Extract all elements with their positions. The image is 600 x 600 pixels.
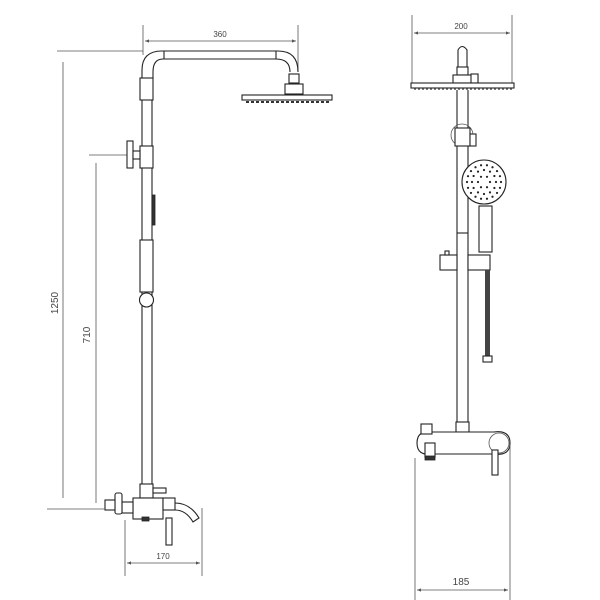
front-view: 200 <box>410 15 515 600</box>
nozzle-dot <box>469 191 473 195</box>
nozzle-dot <box>493 174 496 178</box>
bath-spout-front <box>424 442 436 458</box>
dimension-label-360: 360 <box>213 30 227 39</box>
nozzle-dot <box>485 197 489 200</box>
mixer-front <box>416 421 511 476</box>
nozzle-dot <box>499 180 503 184</box>
nozzle-dot <box>488 191 492 194</box>
dimension-360: 360 <box>142 25 299 72</box>
nozzle-dot <box>465 180 469 184</box>
nozzle-dot <box>482 192 486 196</box>
dimension-185: 185 <box>414 445 511 600</box>
hand-shower-handle <box>478 205 493 253</box>
bracket-knob <box>126 140 134 169</box>
mixer-lever-front <box>491 449 499 476</box>
nozzle-dot <box>479 175 483 178</box>
slide-bar-holder <box>467 254 491 271</box>
nozzle-dot <box>476 191 480 194</box>
bracket-knob-front <box>469 133 477 147</box>
nozzle-dot <box>476 170 480 173</box>
hand-shower-head <box>461 159 507 205</box>
nozzle-dot <box>491 166 494 169</box>
nozzle-dot <box>488 180 492 184</box>
bath-spout-side <box>174 502 200 523</box>
nozzle-dot <box>474 195 477 198</box>
mixer-lever-side <box>165 517 173 546</box>
nozzle-dot <box>476 180 480 184</box>
nozzle-dot <box>494 180 498 184</box>
dimension-710: 710 <box>82 154 127 503</box>
slider-knob-side <box>138 292 155 308</box>
hand-shower-edge <box>151 194 156 226</box>
nozzle-dot <box>485 164 489 167</box>
nozzle-dot <box>470 180 474 184</box>
nozzle-dot <box>485 186 489 189</box>
side-view: 360 1250 710 <box>47 25 333 576</box>
dimension-label-1250: 1250 <box>50 291 61 314</box>
dimension-label-185: 185 <box>453 577 470 588</box>
dimension-label-710: 710 <box>82 326 93 343</box>
nozzle-dot <box>469 169 473 173</box>
nozzle-dot <box>466 186 470 189</box>
rain-shower-head-side <box>241 94 333 103</box>
nozzle-dot <box>493 186 496 190</box>
nozzle-dot <box>472 186 475 190</box>
nozzle-dot <box>488 170 492 173</box>
wall-bracket-side <box>139 145 154 169</box>
hose-nut <box>482 355 493 363</box>
nozzle-dot <box>472 174 475 178</box>
shower-hose <box>485 270 490 356</box>
riser-pipe-side <box>126 77 156 490</box>
nozzle-dot <box>479 197 483 200</box>
rain-shower-head-front <box>410 45 515 90</box>
nozzle-dot <box>495 191 499 195</box>
mixer-side <box>47 483 200 546</box>
nozzle-dot <box>479 164 483 167</box>
nozzle-dot <box>482 168 486 172</box>
dimension-label-170: 170 <box>156 552 170 561</box>
dimension-200: 200 <box>411 15 513 85</box>
nozzle-dot <box>479 186 483 189</box>
dimension-1250: 1250 <box>50 50 143 498</box>
nozzle-dot <box>495 169 499 173</box>
slide-bar-side <box>139 239 154 293</box>
nozzle-dot <box>466 175 470 178</box>
shower-arm <box>141 50 304 95</box>
nozzle-dot <box>498 186 502 189</box>
hand-shower-front <box>439 159 507 363</box>
nozzle-pattern <box>465 164 503 200</box>
dimension-170: 170 <box>124 508 203 576</box>
nozzle-dot <box>485 175 489 178</box>
nozzle-dot <box>498 175 502 178</box>
nozzle-dot <box>474 166 477 169</box>
dimension-label-200: 200 <box>454 22 468 31</box>
nozzle-dot <box>491 195 494 198</box>
